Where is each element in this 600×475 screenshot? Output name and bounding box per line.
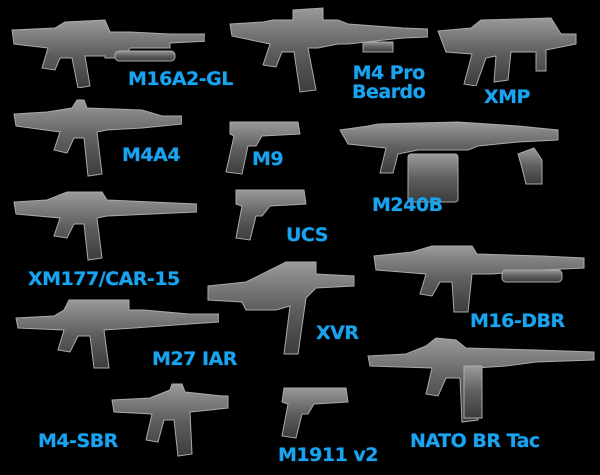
xmp-smg-icon: [437, 17, 577, 86]
m16a2-gl-rifle-icon: [11, 19, 205, 88]
m4-sbr-rifle-icon: [111, 383, 229, 457]
ucs-pistol-icon: [235, 189, 307, 241]
label-xvr: XVR: [316, 322, 359, 344]
label-ucs: UCS: [286, 224, 328, 246]
xvr-smg-icon: [207, 261, 355, 355]
m9-pistol-icon: [225, 121, 301, 175]
label-m16a2-gl: M16A2-GL: [128, 68, 233, 90]
label-m16-dbr: M16-DBR: [470, 310, 565, 332]
label-xmp: XMP: [484, 86, 530, 108]
m4a4-rifle-icon: [13, 99, 182, 177]
m16-dbr-rifle-icon: [373, 245, 585, 313]
label-m9: M9: [252, 148, 284, 170]
nato-br-tac-rifle-icon: [367, 337, 595, 423]
m4-pro-beardo-rifle-icon: [229, 7, 428, 93]
m1911-pistol-icon: [281, 387, 349, 439]
label-m1911-v2: M1911 v2: [278, 444, 379, 466]
label-m27-iar: M27 IAR: [152, 348, 237, 370]
xm177-rifle-icon: [13, 191, 197, 261]
label-m4a4: M4A4: [122, 144, 181, 166]
label-m240b: M240B: [372, 194, 443, 216]
m240b-mg-icon: [339, 121, 559, 203]
label-m4-sbr: M4-SBR: [38, 430, 118, 452]
m27-iar-rifle-icon: [15, 299, 219, 369]
label-m4-pro-beardo: M4 Pro Beardo: [352, 62, 426, 103]
label-xm177-car-15: XM177/CAR-15: [28, 268, 180, 290]
label-nato-br-tac: NATO BR Tac: [410, 430, 540, 452]
